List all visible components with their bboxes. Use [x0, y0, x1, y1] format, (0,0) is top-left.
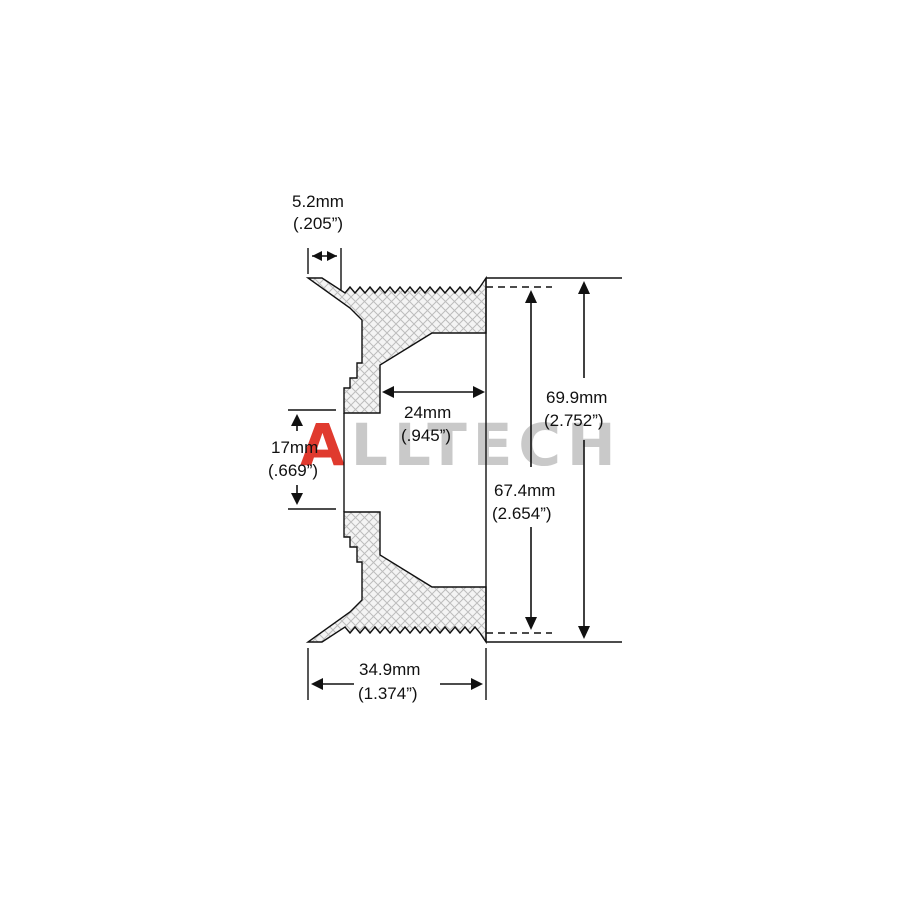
pulley-outline-lines [343, 277, 622, 643]
alltech-watermark: ALLTECH [300, 411, 622, 479]
overall-width-in: (1.374”) [358, 684, 418, 703]
bore-in: (.669”) [268, 461, 318, 480]
watermark-rest-letters: LLTECH [351, 411, 622, 479]
outer-diameter-mm: 69.9mm [546, 388, 607, 407]
dimension-groove-diameter: 67.4mm (2.654”) [492, 290, 555, 630]
inner-depth-in: (.945”) [401, 426, 451, 445]
watermark-text: ALLTECH [300, 411, 622, 479]
flange-width-mm: 5.2mm [292, 192, 344, 211]
dimension-outer-diameter: 69.9mm (2.752”) [544, 281, 607, 639]
groove-diameter-in: (2.654”) [492, 504, 552, 523]
dimension-bore: 17mm (.669”) [268, 409, 336, 510]
dimension-flange-width: 5.2mm (.205”) [292, 192, 344, 290]
dimension-inner-depth: 24mm (.945”) [382, 386, 485, 445]
dimension-overall-width: 34.9mm (1.374”) [307, 648, 487, 703]
bore-mm: 17mm [271, 438, 318, 457]
overall-width-mm: 34.9mm [359, 660, 420, 679]
watermark-accent-letter: A [300, 411, 351, 479]
outer-diameter-in: (2.752”) [544, 411, 604, 430]
flange-width-in: (.205”) [293, 214, 343, 233]
pulley-section-top [305, 275, 487, 414]
groove-diameter-mm: 67.4mm [494, 481, 555, 500]
inner-depth-mm: 24mm [404, 403, 451, 422]
pulley-section-bottom [305, 511, 487, 645]
